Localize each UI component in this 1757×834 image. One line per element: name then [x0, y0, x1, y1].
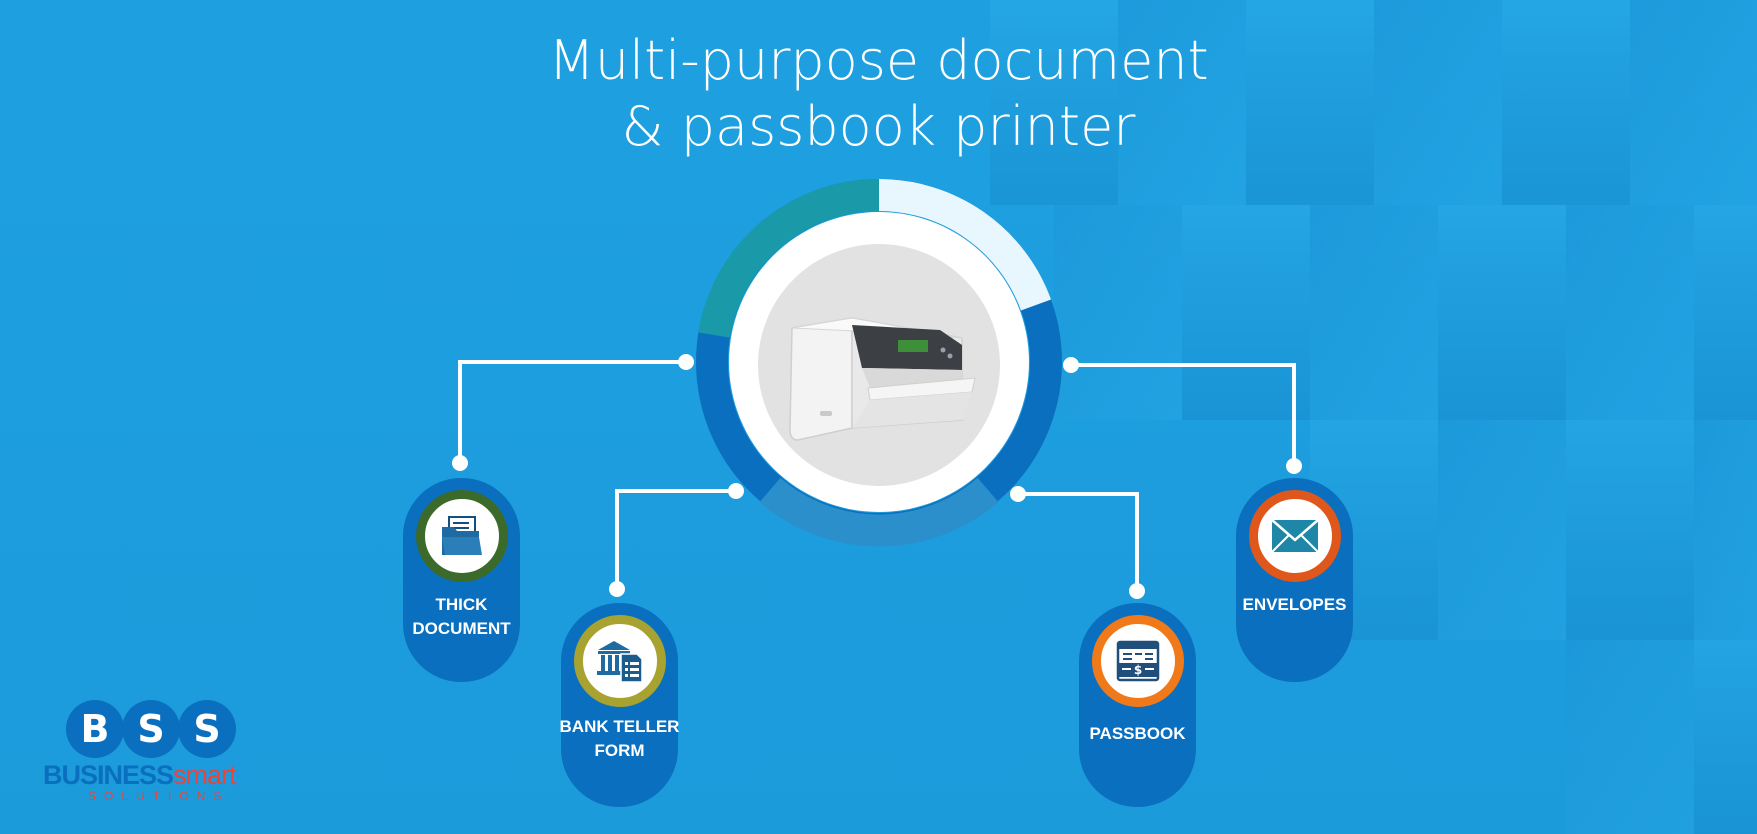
- dot: [728, 483, 744, 499]
- connector-passbook: [1018, 492, 1139, 591]
- envelope-icon: [1271, 519, 1319, 553]
- page-title: Multi-purpose document & passbook printe…: [0, 28, 1757, 160]
- dot: [1063, 357, 1079, 373]
- dot: [678, 354, 694, 370]
- passbook-label: PASSBOOK: [1089, 724, 1186, 743]
- item-passbook: $ PASSBOOK: [1079, 603, 1196, 807]
- logo-wordmark: BUSINESSsmart: [43, 760, 273, 790]
- connectors: [458, 360, 1296, 591]
- logo-word-business: BUSINESS: [43, 760, 174, 790]
- bank-form-icon: [597, 641, 643, 683]
- logo-letter-s1: S: [122, 700, 180, 758]
- item-envelopes: ENVELOPES: [1236, 478, 1353, 682]
- dot: [1129, 583, 1145, 599]
- passbook-badge: $: [1092, 615, 1184, 707]
- dot: [1286, 458, 1302, 474]
- dot: [609, 581, 625, 597]
- ring-segment-light: [878, 179, 1052, 311]
- item-thick-document: THICK DOCUMENT: [403, 478, 520, 682]
- title-line-2: & passbook printer: [621, 95, 1136, 158]
- logo-word-smart: smart: [173, 760, 236, 790]
- thick-document-label: THICK DOCUMENT: [412, 595, 511, 638]
- bss-logo: B S S BUSINESSsmart SOLUTIONS: [40, 700, 240, 805]
- item-bank-teller-form: BANK TELLER FORM: [560, 603, 679, 807]
- logo-letter-b: B: [66, 700, 124, 758]
- bank-teller-form-badge: [574, 615, 666, 707]
- ring-segment-teal: [698, 178, 880, 338]
- title-line-1: Multi-purpose document: [548, 29, 1209, 92]
- svg-text:$: $: [1134, 663, 1142, 677]
- segmented-ring: [696, 178, 1062, 547]
- dot: [1010, 486, 1026, 502]
- folder-documents-icon: [442, 516, 482, 555]
- logo-letter-s2: S: [178, 700, 236, 758]
- connector-envelopes: [1071, 363, 1296, 466]
- connector-dots: [452, 354, 1302, 599]
- ring-segment-mid: [759, 477, 999, 547]
- passbook-icon: $: [1116, 640, 1160, 682]
- printer-image: [789, 317, 976, 441]
- connector-bank-teller-form: [615, 489, 736, 589]
- thick-document-badge: [416, 490, 508, 582]
- tile-grid: [990, 0, 1757, 834]
- envelopes-badge: [1249, 490, 1341, 582]
- dot: [452, 455, 468, 471]
- logo-subtitle: SOLUTIONS: [88, 789, 230, 803]
- connector-thick-document: [458, 360, 686, 463]
- bank-teller-form-label: BANK TELLER FORM: [559, 717, 680, 760]
- envelopes-label: ENVELOPES: [1242, 595, 1347, 614]
